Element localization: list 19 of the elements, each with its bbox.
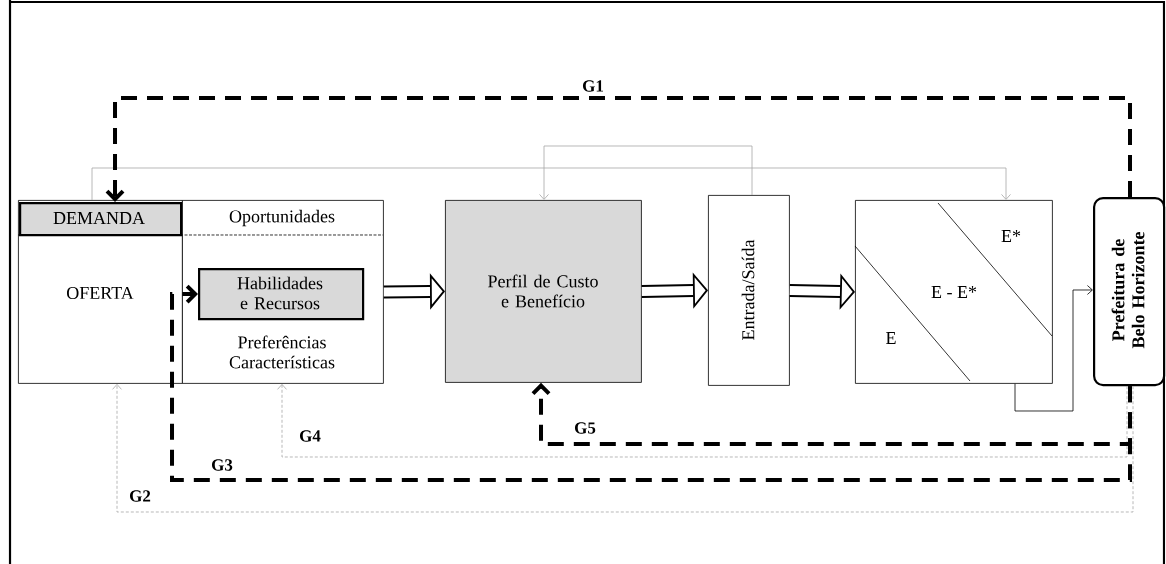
- arrow: [91, 167, 1011, 201]
- matrix-box: E* E - E* E: [854, 200, 1053, 384]
- process-box: Perfil de Custo e Benefício: [445, 200, 642, 383]
- dashed-arrow: [105, 96, 1132, 202]
- edge-label: G4: [298, 429, 322, 443]
- edge-label: G3: [210, 458, 234, 472]
- dashed-arrow: [170, 284, 1132, 482]
- edge-label: G1: [581, 79, 605, 93]
- process-box: Entrada/Saída: [708, 195, 790, 386]
- dotted-arrow: [277, 384, 1128, 458]
- rounded-box: Prefeitura de Belo Horizonte: [1093, 197, 1166, 387]
- dashed-arrow: [531, 382, 1132, 446]
- arrow: [1014, 285, 1093, 412]
- shaded-box: DEMANDA: [19, 202, 183, 237]
- arrow: [539, 145, 753, 200]
- dotted-arrow: [112, 384, 1134, 513]
- edge-label: G5: [573, 421, 597, 435]
- edge-label: G2: [128, 489, 152, 503]
- shaded-box: Habilidades e Recursos: [198, 268, 365, 321]
